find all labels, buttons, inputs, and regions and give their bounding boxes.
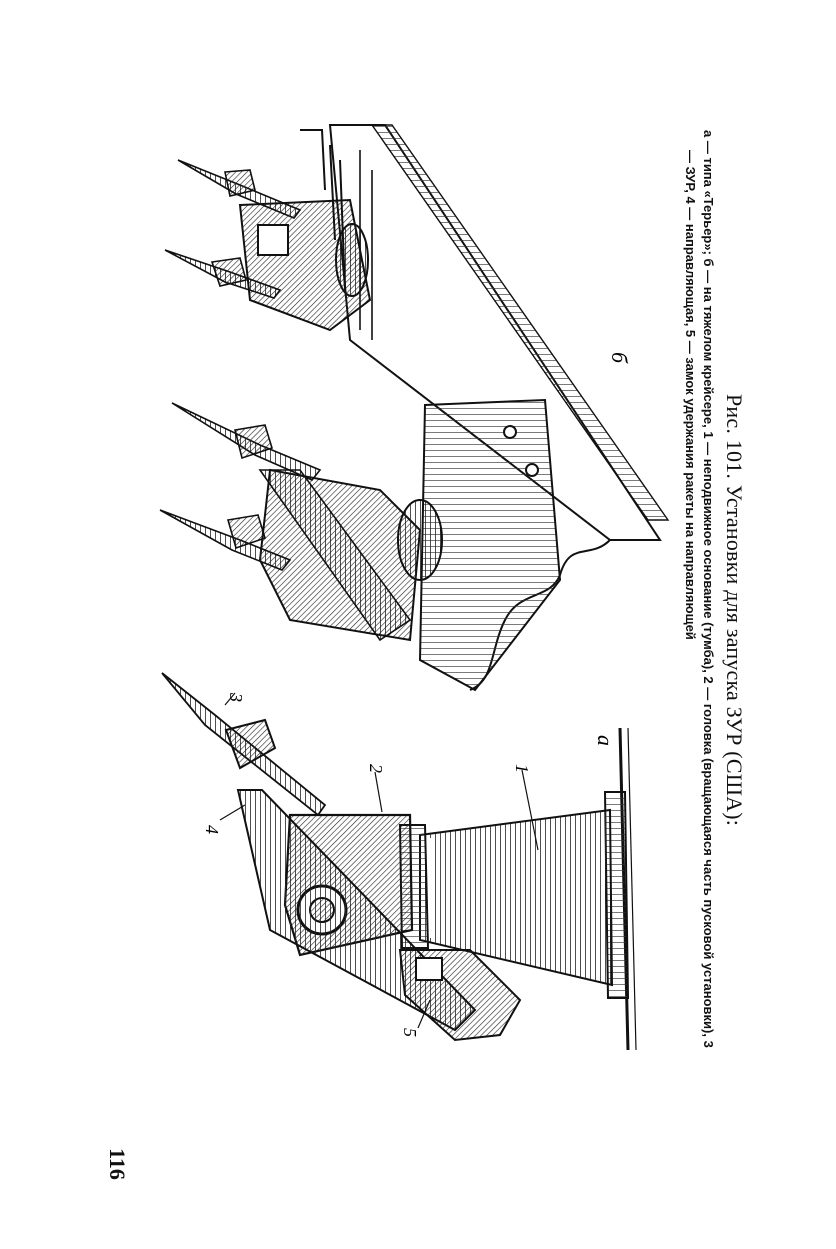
callout-3: 3	[226, 692, 246, 702]
callout-2: 2	[366, 764, 386, 773]
callout-4: 4	[202, 825, 222, 834]
caption-title: Рис. 101. Установки для запуска ЗУР (США…	[722, 393, 747, 827]
launcher-b-drawing	[159, 124, 670, 692]
launcher-a-drawing	[161, 672, 637, 1051]
panel-label-b: б	[607, 352, 632, 364]
panel-label-a: а	[593, 735, 618, 746]
caption-legend: а — типа «Терьер»; б — на тяжелом крейсе…	[683, 130, 716, 1048]
callout-1: 1	[512, 764, 532, 773]
callout-5: 5	[400, 1028, 420, 1037]
figure-caption: Рис. 101. Установки для запуска ЗУР (США…	[677, 110, 747, 1110]
